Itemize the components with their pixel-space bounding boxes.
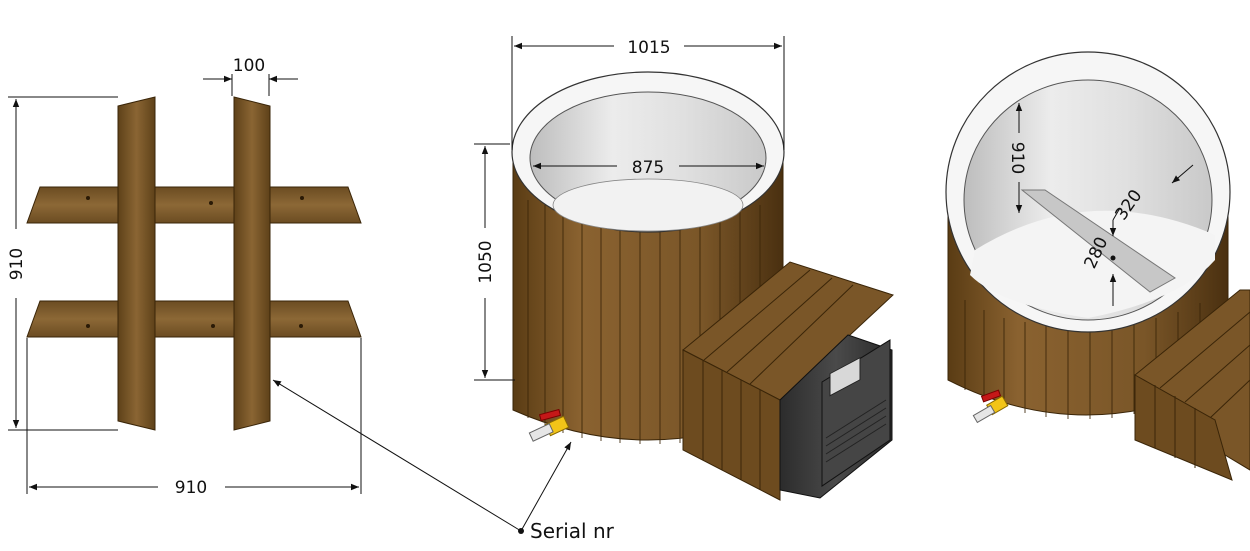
bench-slats-top-view (1159, 311, 1250, 419)
dim-board-width: 100 (203, 56, 298, 96)
tub-top-view: 910 320 280 (945, 51, 1250, 481)
dim-outer-diameter-label: 1015 (627, 38, 670, 58)
bench-slats (703, 269, 854, 385)
dim-frame-height: 910 (7, 96, 118, 431)
serial-number-callout: Serial nr (272, 379, 615, 543)
bench-front-slats (702, 360, 761, 490)
dim-inner-diameter: 875 (533, 158, 764, 178)
frame-board-vertical-right (233, 96, 271, 431)
dim-outer-diameter: 1015 (511, 36, 785, 150)
frame-board-vertical-left (117, 96, 156, 431)
bench-front (682, 349, 781, 501)
base-frame-view: 100 910 910 (7, 56, 362, 498)
drain-valve (528, 408, 570, 442)
tub-front-view: 1015 875 1050 (474, 36, 894, 501)
frame-board-horizontal-top (26, 186, 362, 224)
dim-inner-depth: 910 (1007, 103, 1027, 213)
tub-inner-floor (552, 178, 744, 232)
bench-front-top-view (1134, 374, 1233, 481)
dim-frame-width: 910 (26, 338, 362, 498)
heater-display (829, 356, 861, 397)
dim-tub-height: 1050 (474, 143, 515, 381)
dim-inner-depth-label: 910 (1007, 142, 1027, 174)
dim-frame-width-label: 910 (175, 478, 207, 498)
dim-board-width-label: 100 (233, 56, 265, 76)
dim-tub-height-label: 1050 (476, 240, 496, 283)
bench-front-slats-top-view (1154, 385, 1196, 468)
screw-dots (86, 196, 304, 328)
frame-board-horizontal-bottom (26, 300, 362, 338)
tub-inner-floor-top-view (970, 210, 1215, 318)
drain-valve-top-view (972, 389, 1009, 424)
heater-vents (825, 399, 887, 463)
serial-number-label: Serial nr (530, 519, 615, 543)
inner-seat-board (1020, 189, 1176, 293)
dim-inner-diameter-label: 875 (632, 158, 664, 178)
dim-frame-height-label: 910 (7, 248, 27, 280)
